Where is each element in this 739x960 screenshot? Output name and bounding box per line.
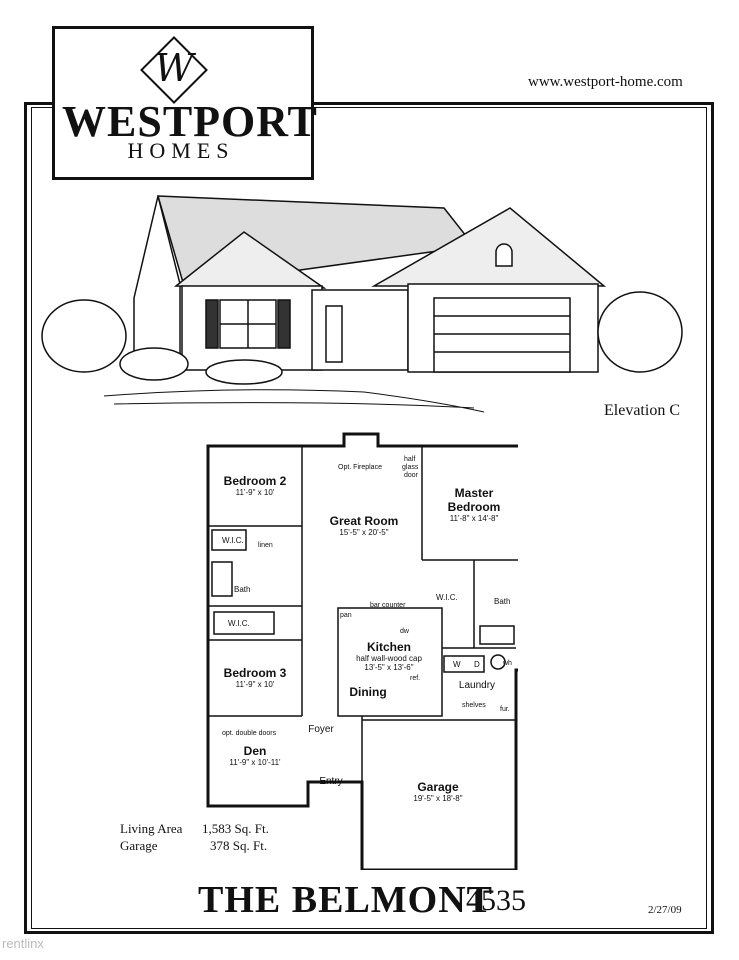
label-wic-left-top: W.I.C. (222, 536, 244, 545)
label-bar-counter: bar counter (370, 602, 406, 609)
room-master-bedroom: Master Bedroom 11'-8" x 14'-8" (432, 486, 516, 523)
room-den: Den 11'-9" x 10'-11' (212, 744, 298, 767)
room-garage: Garage 19'-5" x 18'-8" (396, 780, 480, 803)
room-bedroom-2: Bedroom 2 11'-9" x 10' (212, 474, 298, 497)
label-water-heater: wh (503, 660, 512, 667)
living-area-value: 1,583 Sq. Ft. (202, 821, 269, 836)
label-double-doors: opt. double doors (222, 730, 277, 737)
garage-area-value: 378 Sq. Ft. (210, 838, 268, 853)
living-area-label: Living Area (120, 821, 183, 836)
logo-monogram: W (154, 46, 194, 90)
room-entry: Entry (316, 776, 346, 787)
room-dining: Dining (346, 685, 390, 699)
label-bath-left: Bath (234, 585, 251, 594)
label-bath-right: Bath (494, 597, 511, 606)
label-furnace: fur. (500, 706, 510, 713)
label-washer: W (453, 660, 461, 669)
room-name: Dining (349, 685, 387, 699)
label-linen: linen (258, 542, 273, 549)
room-kitchen: Kitchen half wall-wood cap 13'-5" x 13'-… (344, 640, 434, 672)
room-dimensions: 11'-9" x 10'-11' (229, 758, 281, 767)
house-elevation-illustration (41, 195, 683, 413)
label-door: door (404, 472, 419, 479)
label-pantry: pan (340, 612, 352, 619)
elevation-label: Elevation C (604, 402, 680, 419)
room-name: Bedroom 3 (223, 666, 287, 680)
half-wall-label: half wall-wood cap (356, 654, 422, 663)
room-dimensions: 11'-8" x 14'-8" (449, 514, 499, 523)
label-fireplace: Opt. Fireplace (338, 464, 382, 471)
room-dimensions: 15'-5" x 20'-5" (339, 528, 389, 537)
room-name: Bedroom 2 (223, 474, 287, 488)
plan-date: 2/27/09 (648, 904, 682, 916)
room-name: Entry (319, 776, 343, 787)
floor-plan (206, 432, 518, 870)
watermark: rentlinx (2, 936, 44, 951)
website-url[interactable]: www.westport-home.com (528, 74, 683, 90)
page-frame (24, 102, 714, 934)
room-dimensions: 13'-5" x 13'-6" (364, 663, 414, 672)
label-wic-right: W.I.C. (436, 593, 458, 602)
label-wic-left-bottom: W.I.C. (228, 619, 250, 628)
label-dryer: D (474, 660, 480, 669)
logo (52, 26, 314, 180)
square-footage: Living Area 1,583 Sq. Ft. Garage 378 Sq. F… (120, 820, 269, 854)
room-name: Great Room (329, 514, 399, 528)
label-refrigerator: ref. (410, 675, 421, 682)
room-dimensions: 11'-9" x 10' (235, 488, 275, 497)
label-dishwasher: dw (400, 628, 409, 635)
room-name-2: Bedroom (447, 500, 501, 514)
room-name: Den (243, 744, 267, 758)
plan-number: 4535 (466, 884, 526, 917)
label-half: half (404, 456, 416, 463)
logo-name: WESTPORT (62, 97, 318, 146)
room-name: Master (454, 486, 494, 500)
label-glass: glass (402, 464, 419, 471)
garage-area-label: Garage (120, 838, 158, 853)
room-name: Foyer (308, 724, 334, 735)
plan-title: THE BELMONT (198, 879, 493, 921)
room-laundry: Laundry (452, 680, 502, 691)
label-shelves: shelves (462, 702, 486, 709)
room-name: Laundry (458, 680, 496, 691)
room-foyer: Foyer (306, 724, 336, 735)
room-bedroom-3: Bedroom 3 11'-9" x 10' (212, 666, 298, 689)
room-name: Garage (417, 780, 459, 794)
logo-subtitle: HOMES (127, 138, 235, 163)
room-great-room: Great Room 15'-5" x 20'-5" (316, 514, 412, 537)
page-frame-inner (31, 107, 707, 929)
room-dimensions: 11'-9" x 10' (235, 680, 275, 689)
room-dimensions: 19'-5" x 18'-8" (413, 794, 463, 803)
room-name: Kitchen (366, 640, 411, 654)
